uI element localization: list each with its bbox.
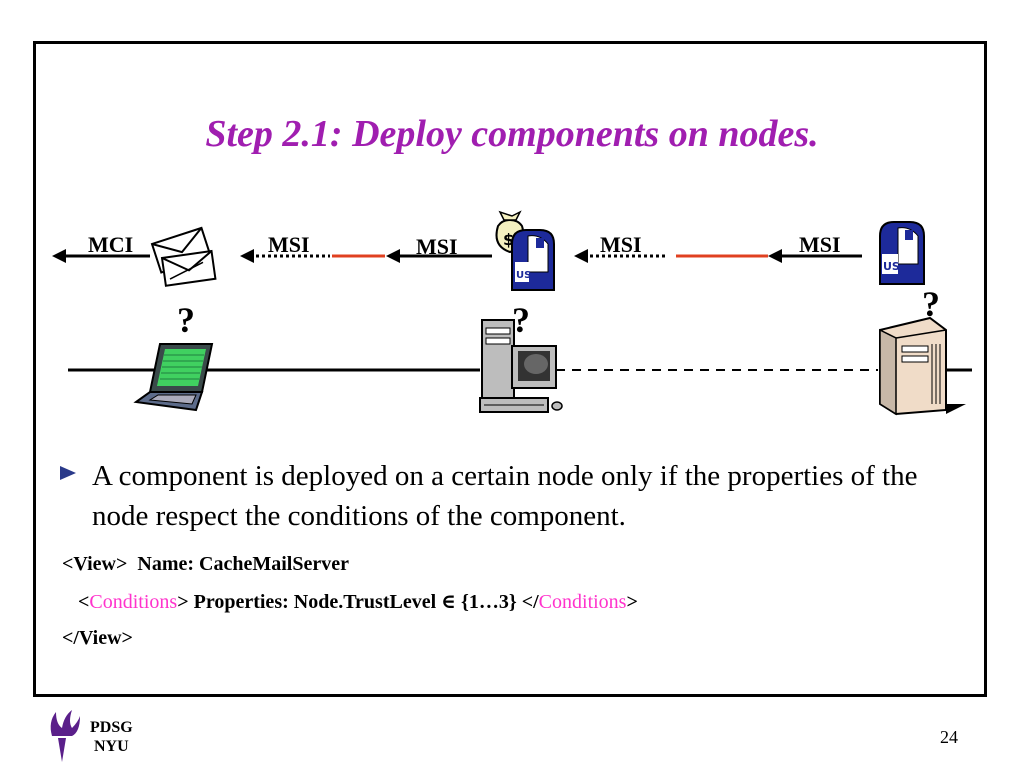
mailbox-money-icon: $ US xyxy=(495,210,555,291)
interface-label-msi: MSI xyxy=(600,232,642,257)
conditions-line: <Conditions> Properties: Node.TrustLevel… xyxy=(78,591,638,613)
svg-text:US: US xyxy=(516,270,531,281)
footer-org-line2: NYU xyxy=(94,738,129,755)
question-mark: ? xyxy=(512,300,530,340)
slide-title: Step 2.1: Deploy components on nodes. xyxy=(205,113,819,155)
server-icon xyxy=(879,316,966,416)
slide-frame xyxy=(33,41,987,697)
desktop-computer-icon xyxy=(479,319,563,413)
triangle-bullet-icon xyxy=(60,466,76,480)
laptop-icon xyxy=(133,343,214,412)
mailbox-icon: US xyxy=(879,221,925,285)
question-mark: ? xyxy=(177,300,195,340)
view-open-line: <View> Name: CacheMailServer xyxy=(62,553,349,575)
footer-org: PDSG NYU xyxy=(90,718,133,756)
bracket: > xyxy=(177,591,189,613)
question-mark: ? xyxy=(922,284,940,324)
footer-org-line1: PDSG xyxy=(90,719,133,736)
bracket: > xyxy=(626,591,638,613)
interface-label-msi: MSI xyxy=(268,232,310,257)
svg-text:US: US xyxy=(883,260,900,273)
svg-text:$: $ xyxy=(503,230,514,249)
conditions-properties: Properties: Node.TrustLevel ∈ {1…3} </ xyxy=(188,591,539,613)
envelope-icon xyxy=(150,226,217,287)
view-close-tag: </View> xyxy=(62,627,133,649)
view-open-tag: <View> xyxy=(62,553,128,575)
nyu-torch-logo-icon xyxy=(50,710,80,762)
bracket: < xyxy=(78,591,90,613)
page-number: 24 xyxy=(940,727,958,747)
bullet-text: A component is deployed on a certain nod… xyxy=(92,460,918,532)
conditions-close-keyword: Conditions xyxy=(538,591,627,613)
interface-label-msi: MSI xyxy=(416,234,458,259)
component-name: Name: CacheMailServer xyxy=(137,553,349,575)
interface-label-msi: MSI xyxy=(799,232,841,257)
conditions-open-keyword: Conditions xyxy=(89,591,178,613)
interface-label-mci: MCI xyxy=(88,232,134,257)
interface-arrows xyxy=(52,249,862,263)
